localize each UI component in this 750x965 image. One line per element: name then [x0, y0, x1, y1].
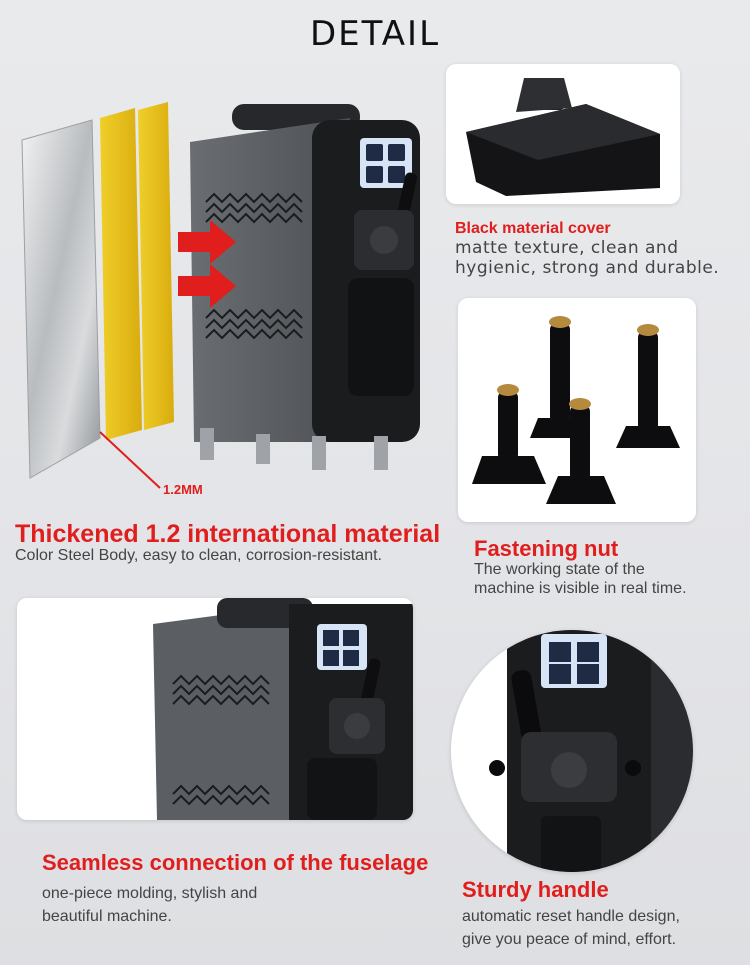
page-title: DETAIL: [309, 14, 441, 54]
nut-desc-line1: The working state of the: [474, 561, 645, 578]
handle-desc-line1: automatic reset handle design,: [462, 908, 680, 925]
machine-body: [190, 104, 420, 470]
cover-photo: [446, 64, 680, 204]
insulation-layer-1: [100, 108, 142, 440]
dimension-label: 1.2MM: [163, 482, 203, 497]
nut-heading: Fastening nut: [474, 536, 619, 561]
material-layers-illustration: [21, 102, 420, 489]
handle-desc-line2: give you peace of mind, effort.: [462, 931, 677, 948]
insulation-layer-2: [138, 102, 174, 430]
steel-sheet: [21, 119, 101, 479]
seamless-photo: [17, 598, 413, 820]
cover-desc-line2: hygienic, strong and durable.: [455, 258, 720, 278]
vent-pattern: [205, 192, 303, 340]
arrow-right-icon: [178, 264, 236, 308]
cover-heading: Black material cover: [455, 220, 611, 237]
seamless-desc-line2: beautiful machine.: [42, 908, 172, 925]
fastening-nut-photo: [458, 298, 696, 522]
seamless-desc-line1: one-piece molding, stylish and: [42, 885, 258, 902]
material-desc: Color Steel Body, easy to clean, corrosi…: [15, 547, 382, 564]
material-heading: Thickened 1.2 international material: [15, 520, 441, 548]
handle-heading: Sturdy handle: [462, 877, 609, 902]
dimension-pointer: [99, 431, 161, 489]
nut-desc-line2: machine is visible in real time.: [474, 580, 687, 597]
cover-desc-line1: matte texture, clean and: [455, 238, 679, 258]
arrow-right-icon: [178, 220, 236, 264]
seamless-heading: Seamless connection of the fuselage: [42, 850, 429, 875]
handle-closeup-photo: [451, 630, 693, 872]
